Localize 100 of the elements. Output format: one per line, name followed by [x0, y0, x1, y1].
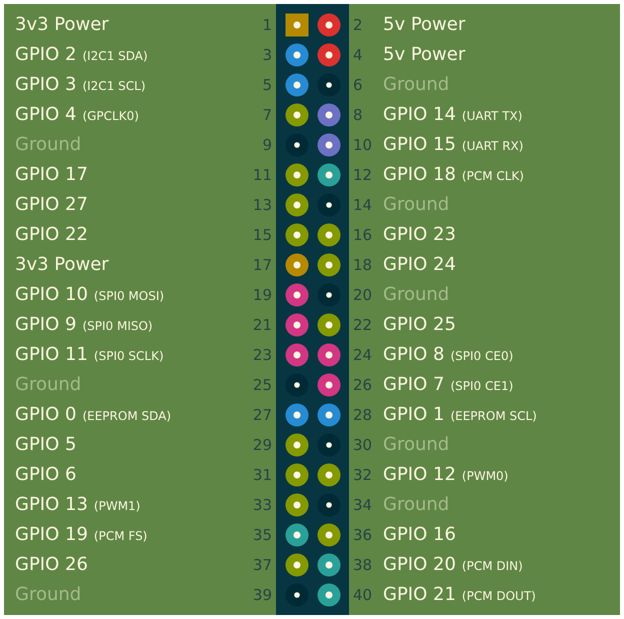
pin-label: GPIO 26	[15, 553, 88, 577]
pin-number: 27	[252, 405, 272, 426]
pin-number: 4	[353, 45, 363, 66]
pin-number: 23	[252, 345, 272, 366]
pin-number: 33	[252, 495, 272, 516]
pin-function-label: (SPI0 MOSI)	[94, 288, 164, 305]
pin-label: GPIO 24	[383, 253, 456, 277]
pin-function-label: (UART RX)	[462, 138, 524, 155]
pin-function-label: (PWM1)	[94, 498, 140, 515]
pin-number: 6	[353, 75, 363, 96]
pin-function-label: (EEPROM SDA)	[82, 408, 172, 425]
pin-number: 28	[353, 405, 372, 426]
pin-icon	[284, 463, 308, 487]
pin-label: 5v Power	[383, 13, 466, 37]
pin-icon	[317, 73, 341, 97]
pin-number: 3	[262, 45, 272, 66]
pin-icon	[317, 463, 341, 487]
pin-number: 18	[353, 255, 372, 276]
pin-icon	[317, 433, 341, 457]
pin-number: 34	[353, 495, 372, 516]
pin-icon	[317, 193, 341, 217]
pin-function-label: (I2C1 SDA)	[82, 48, 148, 65]
pin-icon	[284, 523, 308, 547]
pin-icon	[284, 373, 308, 397]
pin-label: GPIO 10	[15, 283, 88, 307]
pin-function-label: (GPCLK0)	[82, 108, 139, 125]
pin-number: 13	[252, 195, 272, 216]
pin-number: 26	[353, 375, 372, 396]
pin-icon	[284, 133, 308, 157]
pin-number: 15	[252, 225, 272, 246]
pin-icon	[317, 133, 341, 157]
pin-label: GPIO 5	[15, 433, 76, 457]
pin-number: 32	[353, 465, 372, 486]
pin-label: Ground	[383, 193, 450, 217]
pin-label: GPIO 9	[15, 313, 76, 337]
pin-icon	[317, 493, 341, 517]
pin-icon	[284, 343, 308, 367]
pin-icon	[317, 403, 341, 427]
pin-icon	[284, 583, 308, 607]
pin-icon	[284, 493, 308, 517]
pin-number: 2	[353, 15, 363, 36]
pin-icon	[317, 313, 341, 337]
pin-function-label: (SPI0 CE0)	[450, 348, 514, 365]
pin-label: Ground	[383, 283, 450, 307]
pin-number: 9	[262, 135, 272, 156]
pin-label: 5v Power	[383, 43, 466, 67]
pin-label: GPIO 13	[15, 493, 88, 517]
pin-label: GPIO 17	[15, 163, 88, 187]
pin-label: GPIO 14	[383, 103, 456, 127]
pin-number: 14	[353, 195, 372, 216]
pin-icon	[284, 223, 308, 247]
pin-icon	[317, 13, 341, 37]
pin-label: GPIO 2	[15, 43, 76, 67]
pin-label: GPIO 7	[383, 373, 444, 397]
pin-function-label: (SPI0 SCLK)	[94, 348, 164, 365]
pin-number: 12	[353, 165, 372, 186]
pin-label: GPIO 12	[383, 463, 456, 487]
pin-label: GPIO 18	[383, 163, 456, 187]
pin-label: GPIO 20	[383, 553, 456, 577]
pin-icon	[284, 73, 308, 97]
pin-number: 40	[353, 585, 372, 606]
pin-icon	[317, 343, 341, 367]
pin-function-label: (PCM FS)	[94, 528, 148, 545]
pin-label: GPIO 25	[383, 313, 456, 337]
pin-function-label: (PCM CLK)	[462, 168, 524, 185]
pin-icon	[284, 313, 308, 337]
pin-label: GPIO 15	[383, 133, 456, 157]
pin-icon	[317, 283, 341, 307]
pin-function-label: (EEPROM SCL)	[450, 408, 537, 425]
pin-number: 19	[252, 285, 272, 306]
pin-label: Ground	[15, 373, 82, 397]
pin-function-label: (I2C1 SCL)	[82, 78, 146, 95]
pin-label: GPIO 22	[15, 223, 88, 247]
pin-icon	[317, 43, 341, 67]
pin-number: 22	[353, 315, 372, 336]
pin-number: 39	[252, 585, 272, 606]
pin-function-label: (UART TX)	[462, 108, 522, 125]
pin-number: 16	[353, 225, 372, 246]
pin-label: GPIO 1	[383, 403, 444, 427]
pin-function-label: (PCM DIN)	[462, 558, 523, 575]
pin-label: GPIO 4	[15, 103, 76, 127]
pin-icon	[284, 433, 308, 457]
pin-number: 20	[353, 285, 372, 306]
pin-icon	[317, 583, 341, 607]
pin-icon	[284, 43, 308, 67]
pin-label: GPIO 16	[383, 523, 456, 547]
pin-icon	[317, 163, 341, 187]
pin-label: GPIO 19	[15, 523, 88, 547]
pin-number: 24	[353, 345, 372, 366]
pin-number: 11	[252, 165, 272, 186]
pin-number: 36	[353, 525, 372, 546]
pin-label: GPIO 6	[15, 463, 76, 487]
pin-label: Ground	[15, 133, 82, 157]
pin-icon	[284, 283, 308, 307]
pin-label: Ground	[383, 493, 450, 517]
pin-icon	[317, 553, 341, 577]
square-pin-icon	[284, 13, 308, 37]
pin-number: 30	[353, 435, 372, 456]
pin-icon	[317, 373, 341, 397]
pin-number: 5	[262, 75, 272, 96]
